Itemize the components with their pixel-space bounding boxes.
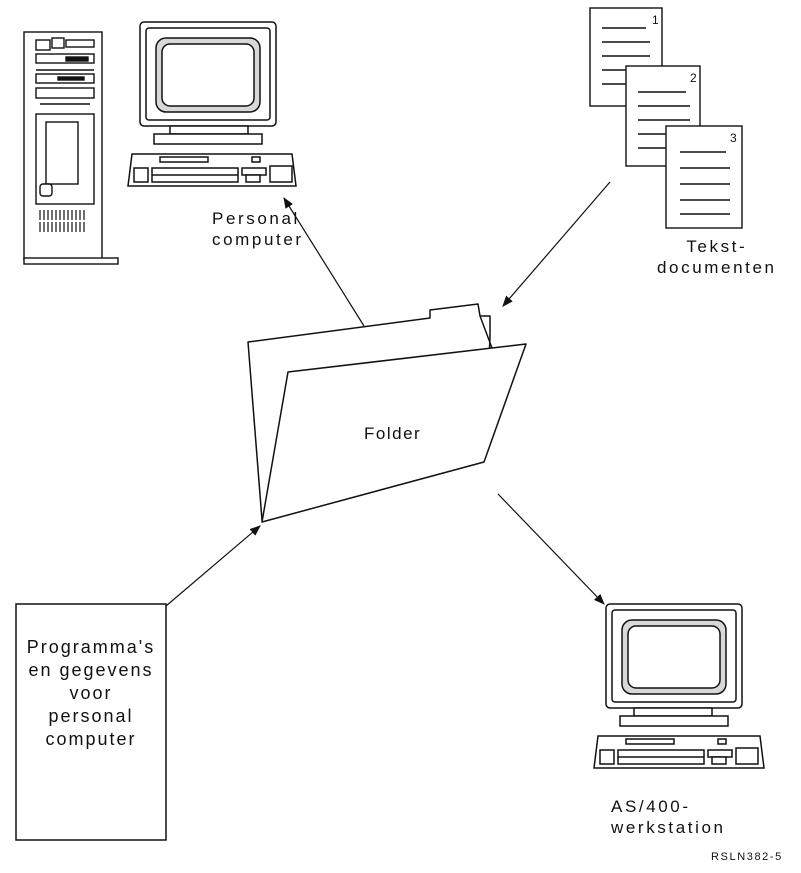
programs-box (15, 603, 167, 841)
label-line: AS/400- (611, 797, 691, 816)
workstation-label: AS/400- werkstation (611, 796, 726, 838)
arrow-programs-to-folder (165, 525, 261, 607)
tower-computer-icon (23, 31, 119, 265)
page-number-3: 3 (730, 131, 737, 145)
label-line: Programma's (26, 637, 156, 657)
documents-label: Tekst- documenten (657, 236, 777, 278)
personal-computer-label: Personal computer (212, 208, 304, 250)
text-documents-icon (589, 7, 743, 229)
label-line: Tekst- (686, 237, 748, 256)
programs-label: Programma's en gegevens voor personal co… (16, 636, 166, 751)
arrow-docs-to-folder (502, 181, 611, 307)
label-line: voor (69, 683, 113, 703)
arrow-folder-to-pc (283, 197, 365, 327)
label-line: en gegevens (28, 660, 154, 680)
label-line: documenten (657, 258, 777, 277)
folder-icon (247, 303, 527, 523)
document-page-3 (665, 125, 743, 229)
label-line: personal (48, 706, 134, 726)
label-line: computer (45, 729, 137, 749)
folder-label: Folder (364, 424, 422, 443)
workstation-icon (593, 603, 765, 769)
page-number-1: 1 (652, 13, 659, 27)
arrow-folder-to-workstation (497, 493, 605, 605)
figure-id: RSLN382-5 (711, 851, 783, 863)
label-line: werkstation (611, 818, 726, 837)
label-line: computer (212, 230, 304, 249)
page-number-2: 2 (690, 71, 697, 85)
label-line: Personal (212, 209, 300, 228)
personal-computer-icon (127, 21, 297, 187)
